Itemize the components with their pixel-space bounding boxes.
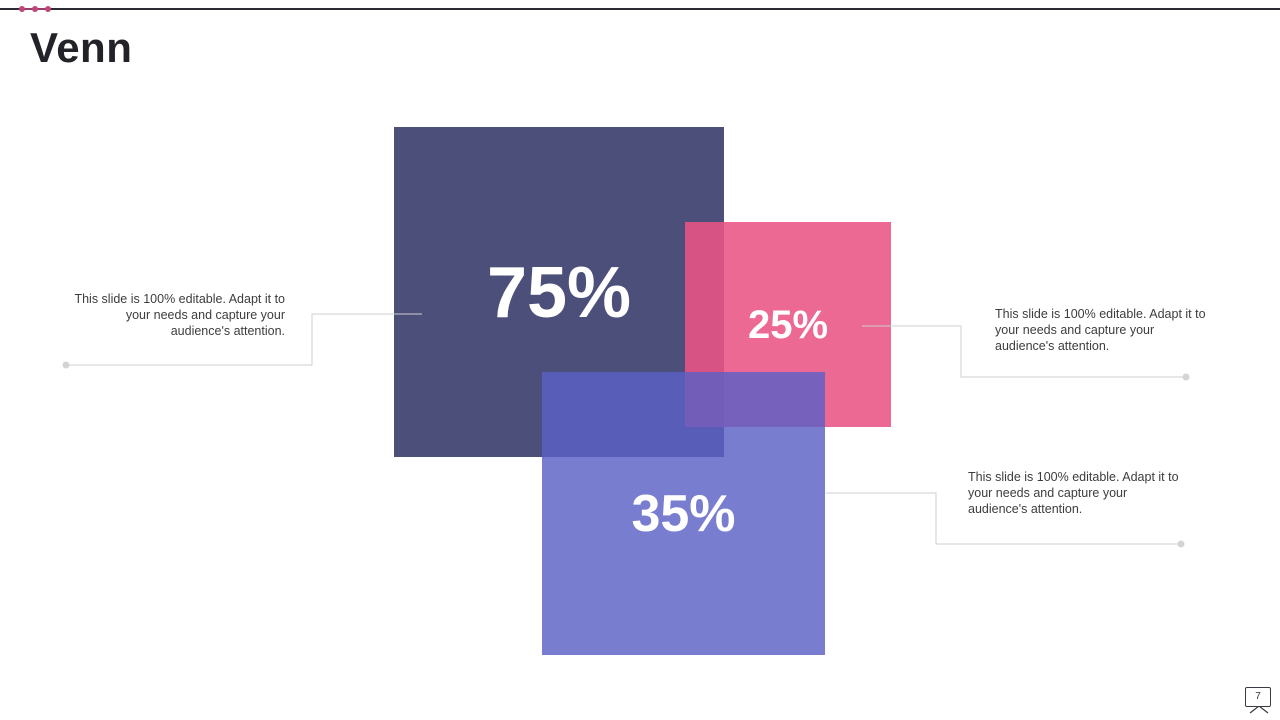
- venn-label-75: 75%: [486, 253, 632, 333]
- note-right-top: This slide is 100% editable. Adapt it to…: [995, 307, 1206, 353]
- connector-left-dot: [62, 361, 70, 369]
- decorative-dots-icon: [19, 6, 51, 12]
- note-right-bottom: This slide is 100% editable. Adapt it to…: [968, 470, 1179, 516]
- venn-label-25: 25%: [747, 303, 829, 347]
- easel-legs-icon: [1249, 706, 1269, 714]
- connector-right-bottom-dot: [1177, 540, 1185, 548]
- note-left: This slide is 100% editable. Adapt it to…: [74, 292, 285, 338]
- venn-label-35: 35%: [631, 485, 736, 543]
- slide-title: Venn: [30, 24, 133, 71]
- venn-square-35: [542, 372, 825, 655]
- page-number-icon: 7: [1245, 687, 1271, 707]
- top-rule: [0, 8, 1280, 10]
- connector-right-top-dot: [1182, 373, 1190, 381]
